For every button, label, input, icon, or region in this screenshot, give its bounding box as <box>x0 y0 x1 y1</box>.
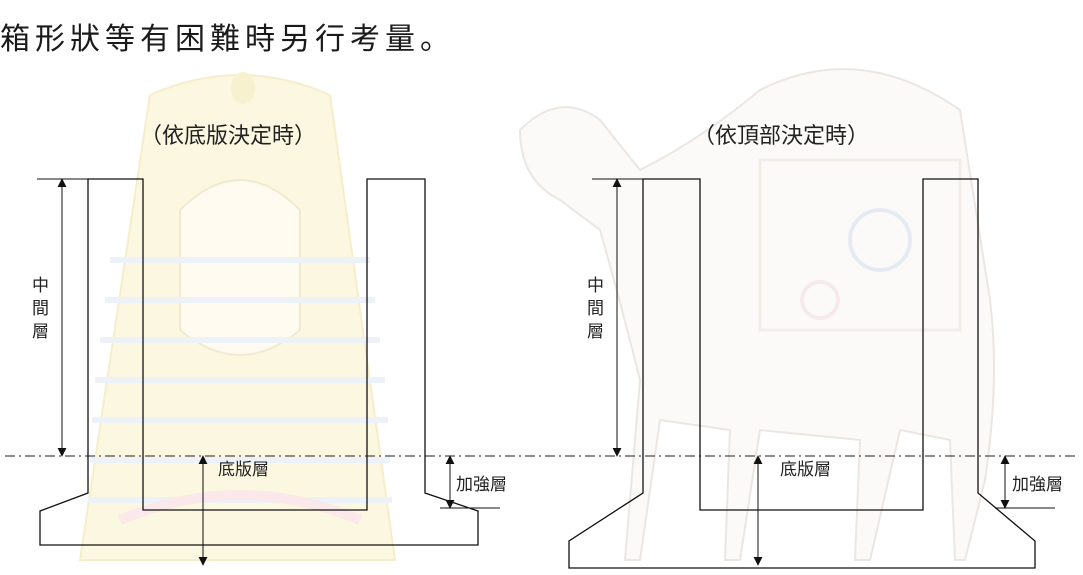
left-base-label: 底版層 <box>218 460 269 480</box>
right-footing-outline <box>568 178 1036 569</box>
header-text: 箱形狀等有困難時另行考量。 <box>0 22 455 57</box>
camel-sketch-watermark <box>518 68 995 561</box>
left-diagram: （依底版決定時） 中間層 底版層 加強層 <box>28 124 507 566</box>
right-title: （依頂部決定時） <box>693 124 869 149</box>
right-diagram: （依頂部決定時） 中間層 底版層 加強層 <box>568 124 1063 569</box>
pharaoh-mask-watermark <box>78 72 397 561</box>
left-middle-label: 中間層 <box>28 276 49 345</box>
left-title: （依底版決定時） <box>140 124 316 149</box>
left-footing-outline <box>39 178 479 546</box>
left-reinforce-label: 加強層 <box>456 475 507 495</box>
right-base-label: 底版層 <box>780 460 831 480</box>
right-middle-label: 中間層 <box>583 276 604 345</box>
right-reinforce-label: 加強層 <box>1012 475 1063 495</box>
